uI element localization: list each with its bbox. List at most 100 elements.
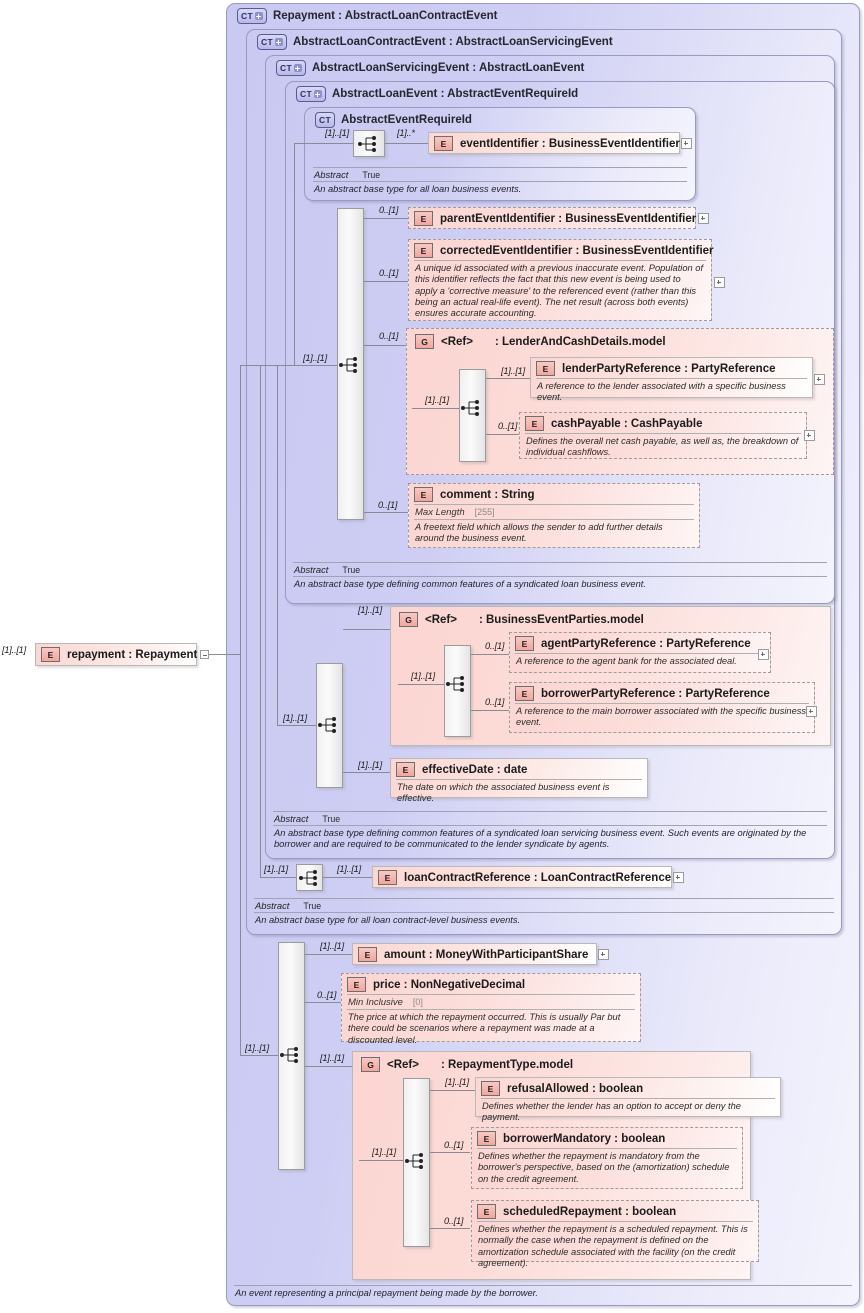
element-badge-icon: E <box>396 762 415 777</box>
connector <box>277 725 317 726</box>
connector <box>486 434 522 435</box>
element-agentpartyreference-head: E agentPartyReference : PartyReference <box>510 633 770 653</box>
complextype-repayment-title: CT Repayment : AbstractLoanContractEvent <box>237 8 497 24</box>
abstract-key: Abstract <box>314 169 349 180</box>
element-lenderpartyreference-head: E lenderPartyReference : PartyReference <box>531 358 812 378</box>
expand-icon-parenteventidentifier[interactable] <box>698 213 709 224</box>
connector <box>359 1160 404 1161</box>
sequence-ct5[interactable] <box>353 130 385 157</box>
expand-icon-amount[interactable] <box>598 949 609 960</box>
ct-title-text: AbstractLoanContractEvent : AbstractLoan… <box>292 36 613 48</box>
element-cashpayable-label: cashPayable : CashPayable <box>551 417 703 430</box>
element-badge-icon: E <box>414 487 433 502</box>
element-effectivedate[interactable]: E effectiveDate : date The date on which… <box>390 758 648 803</box>
group-name-text: : RepaymentType.model <box>440 1058 574 1071</box>
connector <box>385 143 428 144</box>
complextype-abstractloanevent-title: CT AbstractLoanEvent : AbstractEventRequ… <box>296 86 578 102</box>
plus-icon[interactable] <box>254 12 263 20</box>
agentPartyReference-cardinality: 0..[1] <box>485 641 505 651</box>
connector <box>430 1090 475 1091</box>
element-agentpartyreference[interactable]: E agentPartyReference : PartyReference A… <box>509 632 771 673</box>
connector <box>323 877 372 878</box>
element-loancontractreference[interactable]: E loanContractReference : LoanContractRe… <box>372 866 672 888</box>
connector <box>277 365 278 725</box>
group-parties-cardinality: [1]..[1] <box>358 605 382 615</box>
element-borrowermandatory-head: E borrowerMandatory : boolean <box>472 1128 742 1148</box>
sequence-icon <box>405 1153 423 1169</box>
scheduledRepayment-cardinality: 0..[1] <box>444 1216 464 1226</box>
plus-icon[interactable] <box>274 38 283 46</box>
element-refusalallowed[interactable]: E refusalAllowed : boolean Defines wheth… <box>475 1077 781 1122</box>
element-refusalallowed-head: E refusalAllowed : boolean <box>476 1078 780 1098</box>
lenderPartyReference-cardinality: [1]..[1] <box>501 366 525 376</box>
collapse-icon-repayment[interactable] <box>200 650 209 659</box>
element-badge-icon: E <box>525 416 544 431</box>
connector <box>305 1066 353 1067</box>
element-parenteventidentifier[interactable]: E parentEventIdentifier : BusinessEventI… <box>408 207 696 229</box>
expand-icon-eventidentifier[interactable] <box>681 138 692 149</box>
seq-lender-cardinality: [1]..[1] <box>425 395 449 405</box>
element-lenderpartyreference[interactable]: E lenderPartyReference : PartyReference … <box>530 357 813 402</box>
group-ref-text: <Ref> <box>425 613 457 626</box>
group-name-text: : LenderAndCashDetails.model <box>494 335 666 348</box>
seq-reptype-cardinality: [1]..[1] <box>372 1147 396 1157</box>
ct-title-text: AbstractEventRequireId <box>340 114 472 126</box>
group-ref-text: <Ref> <box>441 335 473 348</box>
connector <box>364 218 410 219</box>
connector <box>430 1228 470 1229</box>
connector <box>364 345 407 346</box>
parentEventIdentifier-cardinality: 0..[1] <box>379 205 399 215</box>
ct-badge-icon: CT <box>257 34 287 50</box>
abstract-key: Abstract <box>274 813 309 824</box>
element-badge-icon: E <box>378 870 397 885</box>
connector <box>398 684 445 685</box>
facet-key: Max Length <box>415 507 465 518</box>
element-badge-icon: E <box>434 136 453 151</box>
connector <box>277 365 294 366</box>
element-badge-icon: E <box>477 1204 496 1219</box>
expand-icon-agentpartyreference[interactable] <box>758 649 769 660</box>
plus-icon[interactable] <box>293 64 302 72</box>
element-borrowermandatory[interactable]: E borrowerMandatory : boolean Defines wh… <box>471 1127 743 1189</box>
abstract-row: Abstract True <box>246 899 842 912</box>
connector <box>260 365 261 877</box>
element-cashpayable[interactable]: E cashPayable : CashPayable Defines the … <box>519 412 807 459</box>
expand-icon-loancontractreference[interactable] <box>673 872 684 883</box>
element-comment[interactable]: E comment : String Max Length[255] A fre… <box>408 483 700 548</box>
element-price-label: price : NonNegativeDecimal <box>373 978 526 991</box>
element-eventidentifier-head: E eventIdentifier : BusinessEventIdentif… <box>429 133 680 153</box>
element-scheduledrepayment-doc: Defines whether the repayment is a sched… <box>477 1221 753 1271</box>
plus-icon[interactable] <box>313 90 322 98</box>
element-repayment-label: repayment : Repayment <box>67 648 198 661</box>
element-comment-label: comment : String <box>440 488 535 501</box>
ct-badge-icon: CT <box>296 86 326 102</box>
element-scheduledrepayment[interactable]: E scheduledRepayment : boolean Defines w… <box>471 1200 759 1268</box>
sequence-icon <box>280 1047 298 1063</box>
root-cardinality: [1]..[1] <box>2 645 26 655</box>
sequence-lender[interactable] <box>459 369 486 462</box>
element-effectivedate-doc: The date on which the associated busines… <box>396 779 642 807</box>
element-correctedeventidentifier[interactable]: E correctedEventIdentifier : BusinessEve… <box>408 239 714 321</box>
element-eventidentifier[interactable]: E eventIdentifier : BusinessEventIdentif… <box>428 132 680 154</box>
element-borrowerpartyreference-label: borrowerPartyReference : PartyReference <box>541 687 770 700</box>
element-amount-label: amount : MoneyWithParticipantShare <box>384 948 589 961</box>
expand-icon-cashpayable[interactable] <box>804 430 815 441</box>
element-amount[interactable]: E amount : MoneyWithParticipantShare <box>352 943 597 965</box>
element-price[interactable]: E price : NonNegativeDecimal Min Inclusi… <box>341 973 641 1045</box>
sequence-parties[interactable] <box>444 645 471 737</box>
borrowerPartyReference-cardinality: 0..[1] <box>485 697 505 707</box>
expand-icon-borrowerpartyreference[interactable] <box>806 706 817 717</box>
abstract-key: Abstract <box>255 900 290 911</box>
connector <box>240 1055 279 1056</box>
sequence-ct2[interactable] <box>296 864 323 891</box>
element-agentpartyreference-doc: A reference to the agent bank for the as… <box>515 653 765 669</box>
sequence-icon <box>461 400 479 416</box>
group-badge-icon: G <box>415 334 434 349</box>
ct-title-text: Repayment : AbstractLoanContractEvent <box>272 10 498 22</box>
group-ref-text: <Ref> <box>387 1058 419 1071</box>
expand-icon-lenderpartyreference[interactable] <box>814 374 825 385</box>
element-repayment[interactable]: E repayment : Repayment <box>35 643 197 666</box>
expand-icon-correctedeventidentifier[interactable] <box>714 277 725 288</box>
connector <box>412 408 460 409</box>
element-borrowerpartyreference[interactable]: E borrowerPartyReference : PartyReferenc… <box>509 682 815 733</box>
